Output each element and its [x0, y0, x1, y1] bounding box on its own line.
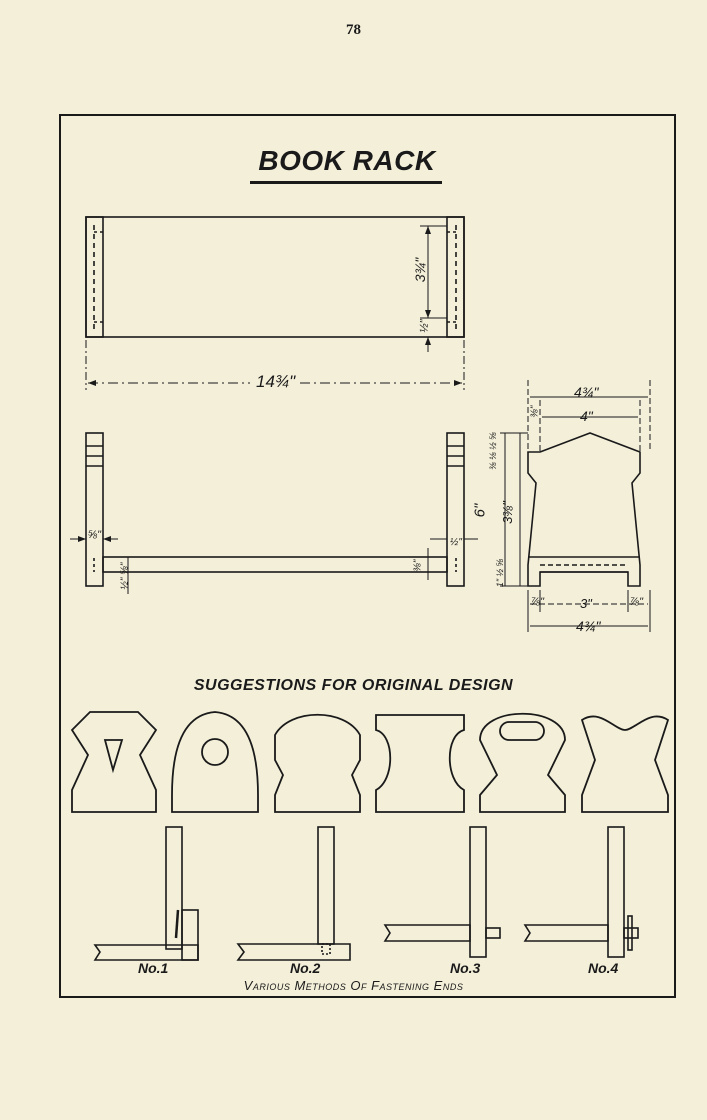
page-number: 78 — [346, 22, 361, 38]
top-view — [85, 216, 465, 352]
dim-end-height-right-b: ⅜" — [412, 559, 424, 572]
method-2-end — [317, 826, 335, 945]
method-label-1: No.1 — [138, 960, 169, 976]
dim-middle-height: 3⅜" — [499, 501, 515, 524]
design-1 — [70, 711, 158, 813]
dim-overall-length: 14¾" — [256, 372, 296, 391]
dim-end-thickness: ⅝" — [88, 529, 102, 541]
dim-lower-small: 1" ½ ⅝ — [495, 558, 506, 588]
suggestions-caption: SUGGESTIONS FOR ORIGINAL DESIGN — [193, 677, 514, 694]
dim-foot-right: ⅞" — [630, 596, 644, 608]
method-label-2: No.2 — [290, 960, 321, 976]
fastening-methods — [93, 826, 639, 961]
dim-upper-small: ⅜ ⅛ ½ ⅝ — [487, 432, 498, 470]
dim-foot-center: 3" — [580, 596, 592, 611]
design-1-cutout — [103, 739, 124, 774]
design-5-cutout — [499, 721, 545, 741]
dim-end-height: 6" — [471, 503, 489, 518]
dim-top-peak: ⅜" — [529, 405, 541, 418]
front-view — [70, 432, 478, 594]
method-label-4: No.4 — [588, 960, 619, 976]
dim-end-width-top: 4¾" — [574, 384, 599, 400]
method-1-end — [165, 826, 183, 950]
dim-end-width-inner: 4" — [580, 408, 593, 424]
overall-length-dimension — [85, 340, 465, 390]
dim-base-offset-left: ½" — [119, 577, 131, 590]
dim-top-view-base: ½" — [418, 319, 431, 333]
method-label-3: No.3 — [450, 960, 481, 976]
design-5 — [479, 713, 566, 813]
title-underline — [250, 181, 442, 184]
design-3 — [274, 714, 361, 813]
dim-foot-left: ⅞" — [531, 596, 545, 608]
design-2-cutout — [201, 738, 229, 766]
method-4-end — [607, 826, 625, 958]
design-4 — [375, 714, 465, 813]
end-view — [500, 380, 651, 632]
dim-top-view-width: 3¾" — [412, 257, 429, 283]
diagram-title: BOOK RACK — [258, 145, 436, 176]
dim-base-width: 4¾" — [576, 618, 601, 634]
methods-caption: Various Methods Of Fastening Ends — [243, 978, 464, 993]
dim-end-height-right-a: ½" — [450, 537, 462, 548]
drawing-plate — [59, 114, 676, 998]
design-6 — [580, 715, 670, 813]
design-2 — [171, 711, 259, 813]
method-3-end — [469, 826, 487, 958]
dim-base-thickness-left: ⅝" — [119, 562, 131, 575]
design-suggestions — [70, 711, 670, 813]
